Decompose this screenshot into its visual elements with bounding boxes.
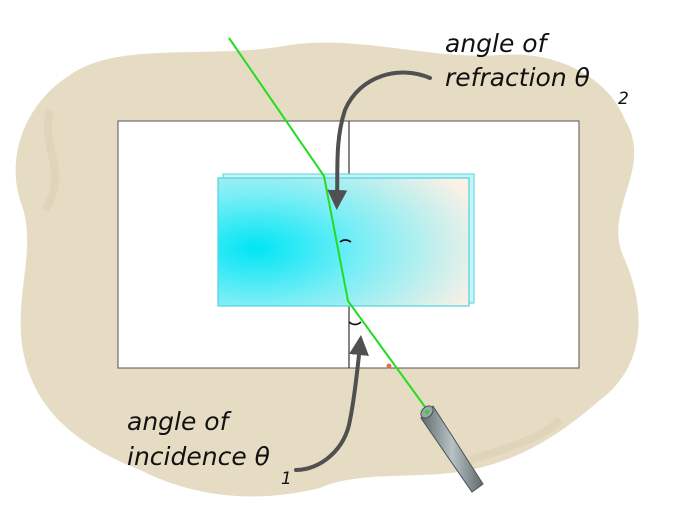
laser-beam [228, 37, 429, 412]
laser-pointer-icon [420, 405, 484, 493]
refraction-label-line1: angle of [445, 29, 550, 58]
incidence-subscript: 1 [281, 469, 292, 489]
incidence-label-line2: incidence θ [127, 442, 270, 471]
refraction-angle-arc [339, 239, 352, 243]
refraction-label-line2: refraction θ [445, 63, 590, 92]
glass-block [217, 177, 470, 307]
beam-marker-dot [386, 363, 392, 369]
refraction-subscript: 2 [618, 89, 629, 109]
curved-arrow-icon [294, 335, 369, 472]
incidence-angle-arc [348, 321, 362, 326]
incidence-label-line1: angle of [127, 407, 232, 436]
curved-arrow-icon [327, 70, 432, 210]
